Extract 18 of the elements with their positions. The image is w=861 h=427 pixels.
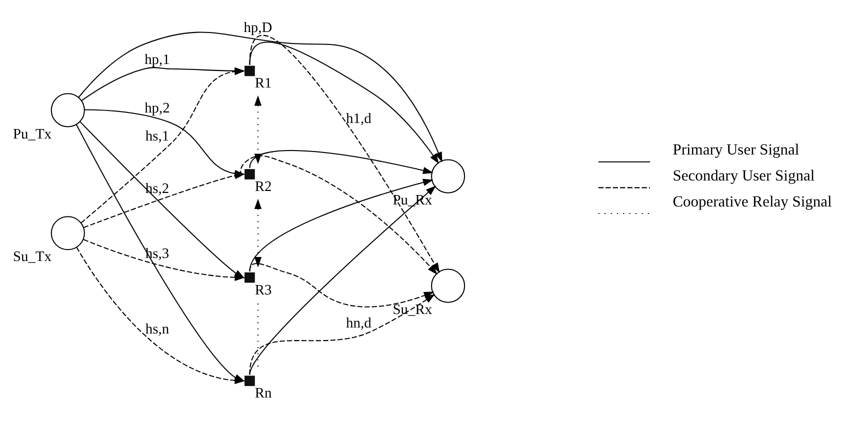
edge-label: h1,d (346, 110, 371, 127)
node-label: Pu_Tx (12, 126, 52, 142)
node-label: R1 (254, 76, 272, 92)
legend-label: Secondary User Signal (672, 167, 814, 184)
legend-label: Primary User Signal (672, 142, 799, 159)
node-label: R3 (254, 282, 272, 298)
node-label: R2 (254, 178, 272, 195)
edge-label: hn,d (346, 315, 371, 332)
edge-label: hp,1 (144, 52, 170, 68)
node-label: Su_Tx (12, 249, 52, 266)
edge-label: hp,D (243, 20, 272, 36)
node-label: Rn (254, 386, 272, 402)
legend-label: Cooperative Relay Signal (672, 193, 832, 210)
node-label: Su_Rx (392, 302, 432, 318)
edge-label: hp,2 (144, 100, 170, 116)
edge-label: hs,n (144, 322, 169, 338)
edge-label: hs,1 (144, 128, 169, 144)
edge-label: hs,2 (144, 181, 169, 198)
